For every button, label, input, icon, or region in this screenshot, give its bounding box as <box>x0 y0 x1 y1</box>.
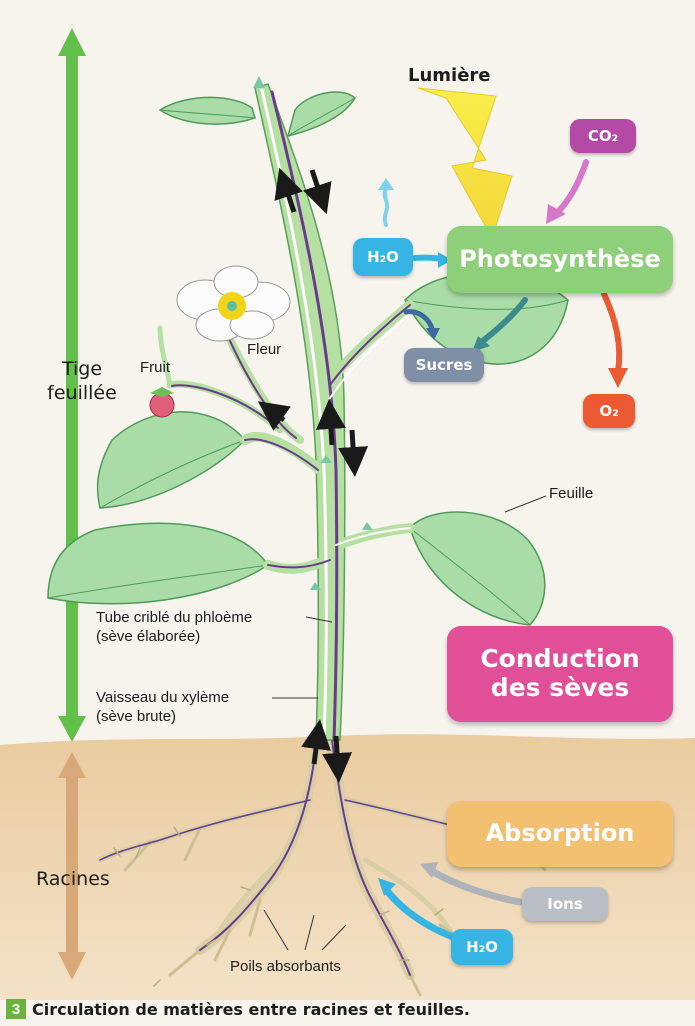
zone-label-roots: Racines <box>36 868 110 890</box>
fruit <box>150 387 174 417</box>
o2-badge: O₂ <box>583 394 635 428</box>
caption-text: Circulation de matières entre racines et… <box>32 1000 470 1019</box>
leaf-label: Feuille <box>549 485 593 502</box>
phloem-label-line2: (sève élaborée) <box>96 627 252 646</box>
light-bolt <box>418 88 512 238</box>
flower-label: Fleur <box>247 341 281 358</box>
root-hairs-label: Poils absorbants <box>230 958 341 975</box>
fruit-label: Fruit <box>140 359 170 376</box>
sugars-badge: Sucres <box>404 348 484 382</box>
conduction-line1: Conduction <box>480 645 639 674</box>
phloem-label: Tube criblé du phloème (sève élaborée) <box>96 608 252 646</box>
figure-caption: 3 Circulation de matières entre racines … <box>6 997 470 1021</box>
photosynthesis-box: Photosynthèse <box>447 226 673 293</box>
leaf <box>98 412 245 508</box>
xylem-label-line1: Vaisseau du xylème <box>96 688 229 707</box>
figure-number-badge: 3 <box>6 999 26 1019</box>
flower <box>177 266 290 341</box>
phloem-label-line1: Tube criblé du phloème <box>96 608 252 627</box>
leaf <box>410 512 545 625</box>
ions-badge: Ions <box>522 887 608 921</box>
zone-label-stem-leaves: Tige feuillée <box>38 357 126 405</box>
h2o-bottom-badge: H₂O <box>451 929 513 965</box>
co2-badge: CO₂ <box>570 119 636 153</box>
leaf <box>48 523 268 603</box>
light-label: Lumière <box>408 65 491 86</box>
h2o-top-badge: H₂O <box>353 238 413 276</box>
conduction-box: Conduction des sèves <box>447 626 673 722</box>
xylem-label-line2: (sève brute) <box>96 707 229 726</box>
absorption-box: Absorption <box>447 801 673 867</box>
conduction-line2: des sèves <box>491 674 629 703</box>
xylem-label: Vaisseau du xylème (sève brute) <box>96 688 229 726</box>
leaf <box>160 97 255 124</box>
